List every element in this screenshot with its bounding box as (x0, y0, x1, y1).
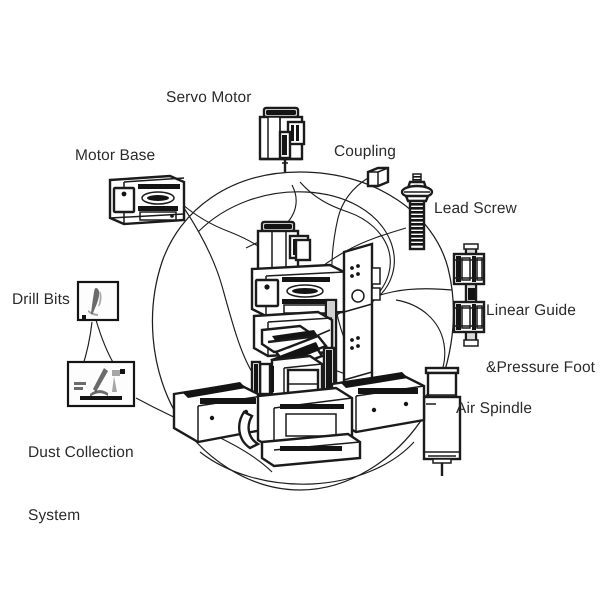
label-dust-collection: Dust Collection System (28, 405, 134, 563)
linear-guide-icon (452, 243, 486, 347)
servo-motor-icon (258, 106, 306, 172)
label-dust-collection-line2: System (28, 507, 81, 524)
machine-assembly (172, 220, 426, 468)
label-servo-motor: Servo Motor (166, 89, 252, 106)
air-spindle-icon (422, 366, 462, 476)
leader-servo-motor-2 (299, 181, 391, 299)
assembly-boundary-circle (151, 171, 455, 491)
coupling-icon (366, 166, 390, 188)
lead-screw-icon (400, 173, 434, 251)
label-coupling: Coupling (334, 143, 396, 160)
machine-servo-motor (256, 220, 312, 271)
lobe-upper (197, 191, 395, 303)
label-linear-guide-line1: Linear Guide (486, 302, 576, 319)
machine-motor-base (250, 263, 346, 318)
lobe-lower (199, 441, 415, 485)
drill-bits-photo (76, 280, 120, 322)
label-drill-bits: Drill Bits (12, 291, 70, 308)
label-dust-collection-line1: Dust Collection (28, 444, 134, 461)
leader-motor-base-2 (183, 207, 253, 373)
machine-worktable (172, 372, 426, 468)
dust-collection-photo (66, 360, 136, 408)
label-air-spindle: Air Spindle (456, 400, 533, 417)
label-motor-base: Motor Base (75, 147, 156, 164)
label-linear-guide: Linear Guide &Pressure Foot (486, 263, 595, 415)
label-lead-screw: Lead Screw (434, 200, 517, 217)
motor-base-icon (108, 174, 186, 226)
leader-drill-bits-2 (95, 319, 115, 365)
machine-pressure-foot (250, 346, 336, 408)
label-linear-guide-line2: &Pressure Foot (486, 359, 596, 376)
